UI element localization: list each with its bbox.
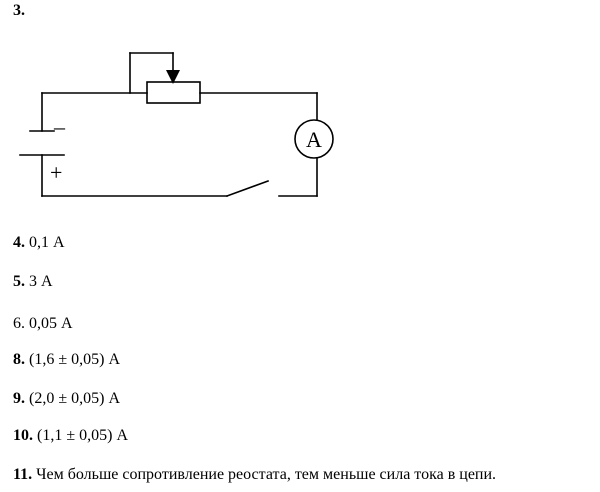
circuit-diagram: – + A (19, 52, 334, 198)
answer-number: 8. (13, 351, 25, 368)
answer-number: 4. (13, 234, 25, 251)
answer-6: 6. 0,05 А (13, 314, 73, 334)
answer-text: Чем больше сопротивление реостата, тем м… (32, 466, 497, 483)
answer-9: 9. (2,0 ± 0,05) А (13, 389, 120, 409)
answer-number: 6. (13, 315, 25, 332)
answer-number: 11. (13, 466, 33, 483)
answer-text: (1,6 ± 0,05) А (25, 351, 120, 368)
answer-number: 10. (13, 427, 33, 444)
answer-text: 0,1 А (25, 234, 65, 251)
answer-number: 5. (13, 273, 25, 290)
task-3-heading: 3. (13, 1, 25, 21)
answer-8: 8. (1,6 ± 0,05) А (13, 350, 120, 370)
answer-4: 4. 0,1 А (13, 233, 65, 253)
answer-11: 11. Чем больше сопротивление реостата, т… (13, 465, 496, 485)
switch-lever (225, 179, 270, 198)
ammeter-label: A (306, 127, 322, 152)
ammeter-circle (294, 119, 334, 159)
answer-10: 10. (1,1 ± 0,05) А (13, 426, 128, 446)
rheostat-resistor (146, 81, 201, 104)
battery-plus-label: + (50, 160, 62, 185)
task-number: 3. (13, 2, 25, 19)
battery-minus-label: – (53, 114, 66, 139)
answer-text: (2,0 ± 0,05) А (25, 390, 120, 407)
answer-text: 0,05 А (25, 315, 73, 332)
slider-arrow-icon (166, 70, 180, 84)
answer-text: (1,1 ± 0,05) А (33, 427, 128, 444)
answer-text: 3 А (25, 273, 53, 290)
answer-number: 9. (13, 390, 25, 407)
answer-5: 5. 3 А (13, 272, 53, 292)
